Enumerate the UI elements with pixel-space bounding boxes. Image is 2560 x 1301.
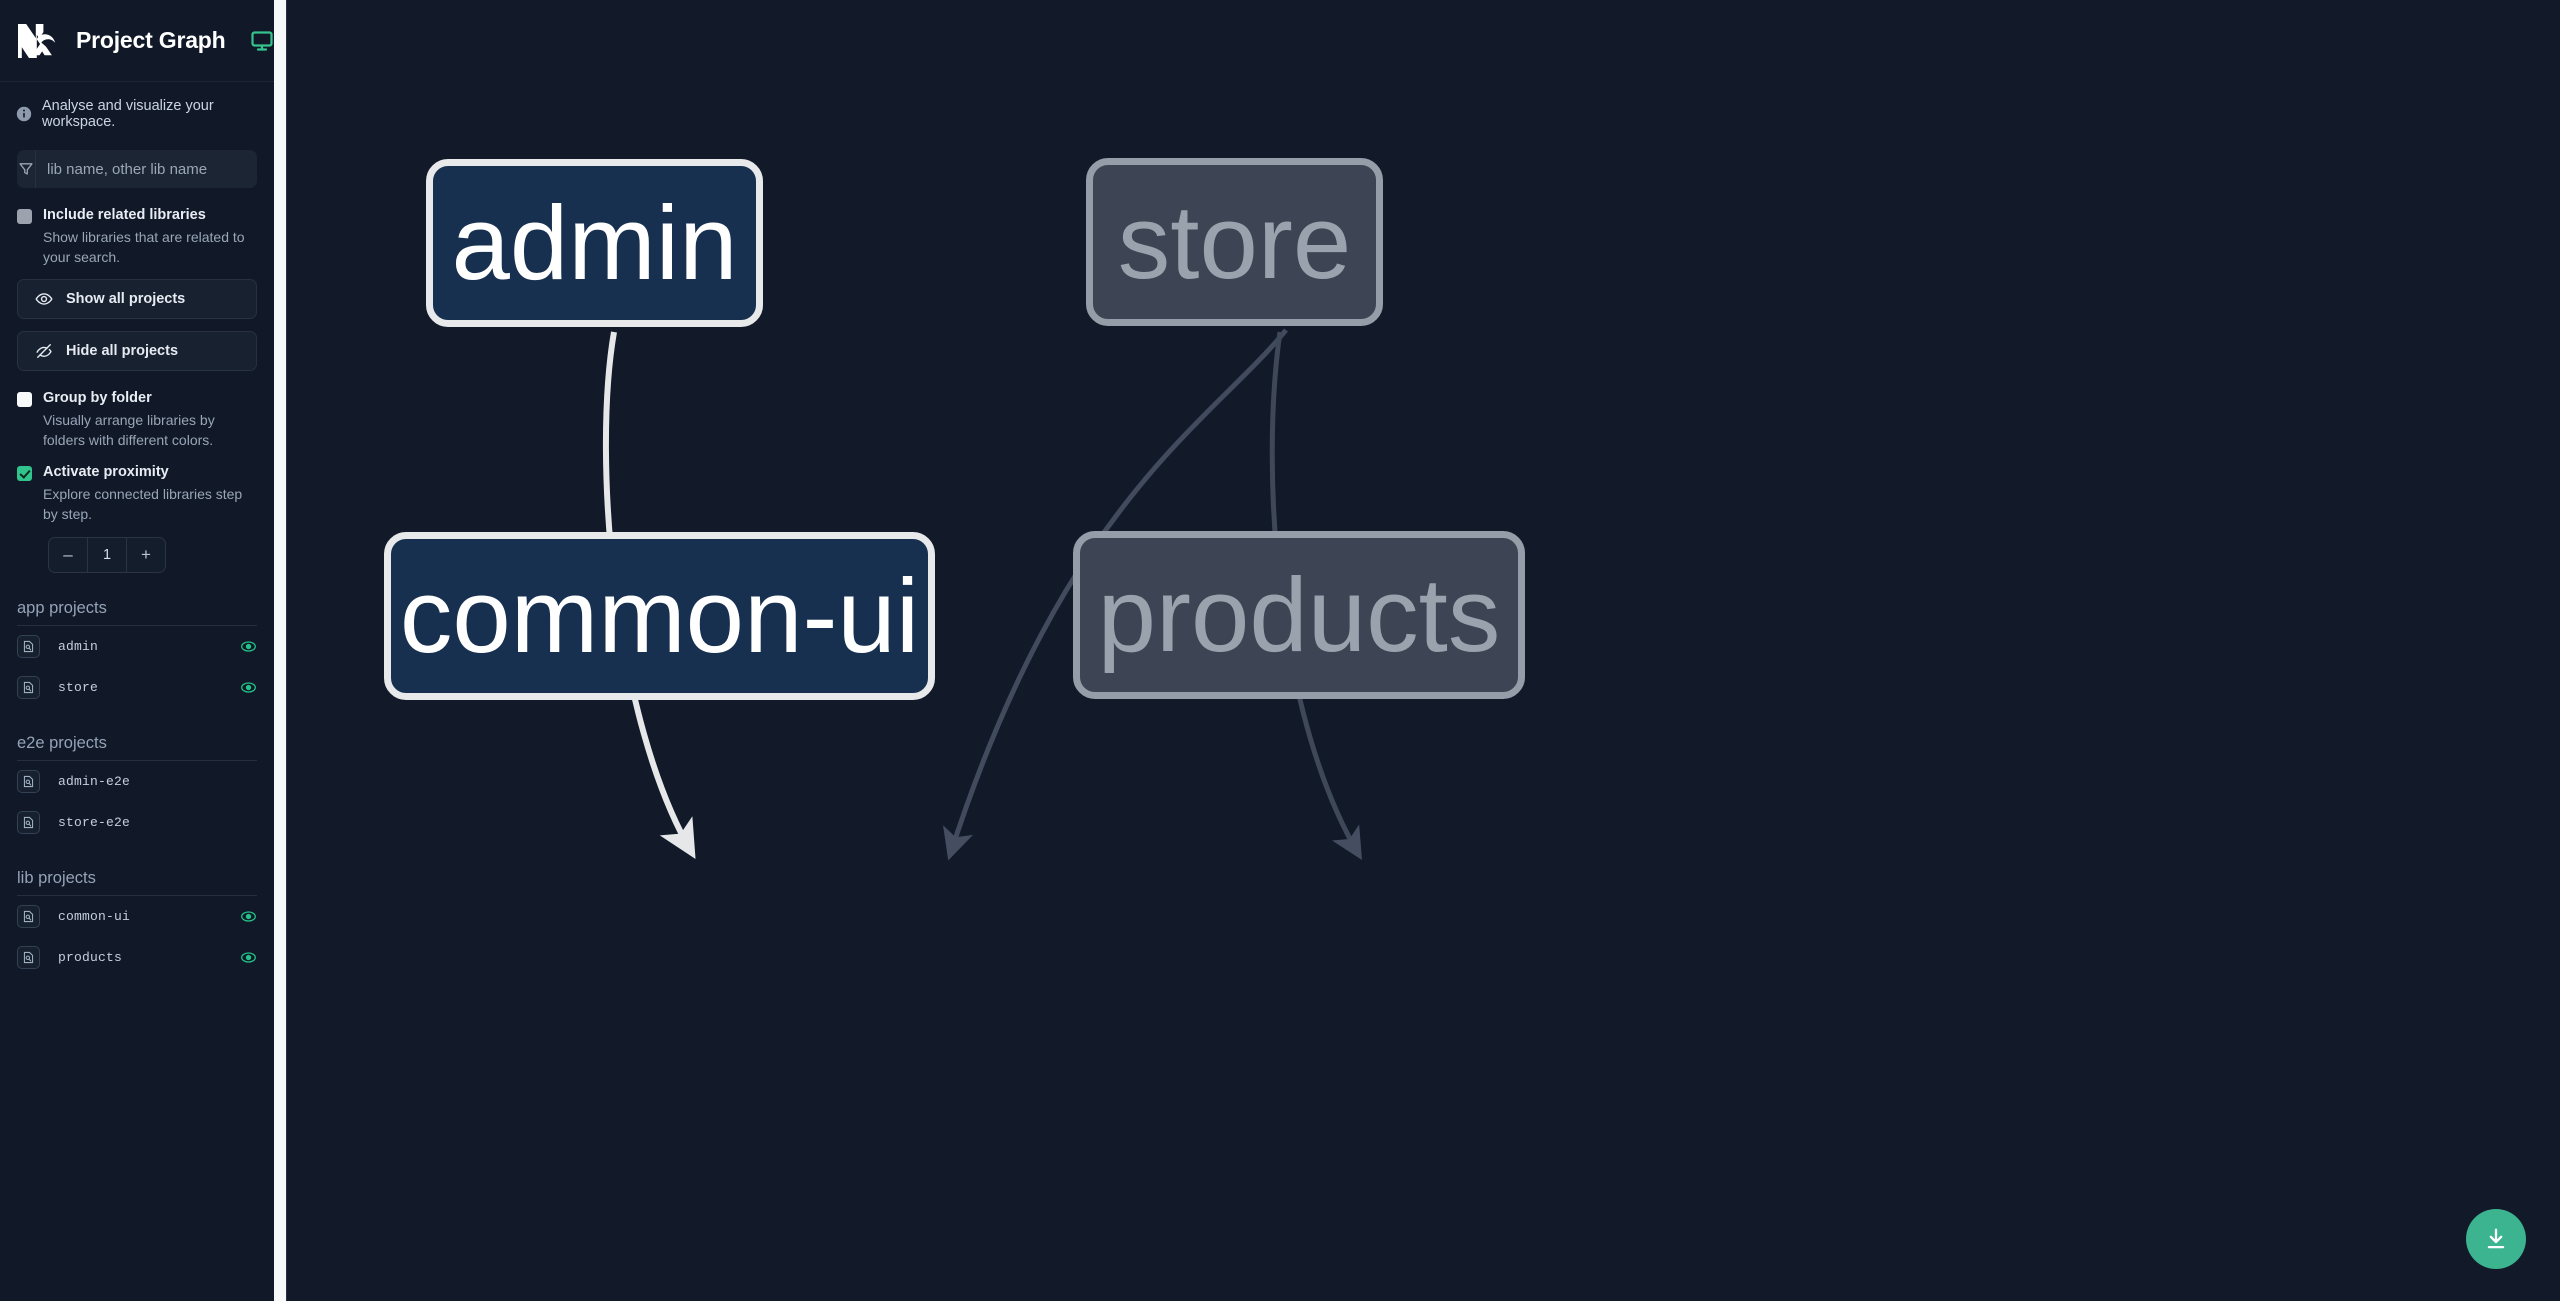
group-heading: app projects bbox=[17, 599, 257, 627]
sidebar-project-admin[interactable]: admin bbox=[17, 626, 257, 667]
hide-all-projects-label: Hide all projects bbox=[66, 343, 179, 360]
sidebar-project-products[interactable]: products bbox=[17, 937, 257, 978]
download-icon bbox=[2483, 1226, 2509, 1252]
edge-store-to-common-ui bbox=[943, 328, 1288, 861]
search-box[interactable] bbox=[17, 150, 257, 188]
eye-off-icon bbox=[35, 342, 53, 360]
graph-node-store[interactable]: store bbox=[1086, 158, 1383, 326]
proximity-increment-button[interactable]: + bbox=[127, 538, 165, 572]
group-e2e-projects: e2e projects admin-e2e store-e2e bbox=[0, 734, 274, 843]
node-label: common-ui bbox=[399, 557, 920, 675]
option-description: Show libraries that are related to your … bbox=[43, 228, 245, 265]
project-name: products bbox=[58, 950, 123, 966]
hide-all-projects-button[interactable]: Hide all projects bbox=[17, 331, 257, 372]
proximity-value: 1 bbox=[87, 538, 127, 573]
activate-proximity-checkbox[interactable] bbox=[17, 466, 32, 482]
graph-node-products[interactable]: products bbox=[1073, 531, 1525, 699]
project-icon bbox=[17, 770, 40, 794]
node-label: products bbox=[1097, 556, 1501, 674]
sidebar-scrollbar[interactable] bbox=[274, 0, 287, 1301]
download-graph-button[interactable] bbox=[2466, 1209, 2526, 1269]
filter-funnel-icon bbox=[17, 150, 36, 188]
sidebar: Project Graph Analyse and visualize your… bbox=[0, 0, 274, 1301]
graph-node-admin[interactable]: admin bbox=[426, 159, 763, 327]
project-icon bbox=[17, 635, 40, 659]
option-include-related-libraries[interactable]: Include related libraries Show libraries… bbox=[0, 188, 274, 267]
eye-visible-icon[interactable] bbox=[240, 638, 257, 655]
graph-node-common-ui[interactable]: common-ui bbox=[384, 532, 935, 700]
option-activate-proximity[interactable]: Activate proximity Explore connected lib… bbox=[0, 450, 274, 524]
graph-canvas[interactable]: admin store common-ui products bbox=[274, 0, 2560, 1301]
option-title: Include related libraries bbox=[43, 207, 206, 223]
project-icon bbox=[17, 676, 40, 700]
eye-visible-icon[interactable] bbox=[240, 908, 257, 925]
node-label: store bbox=[1117, 183, 1352, 301]
node-label: admin bbox=[451, 184, 738, 302]
option-title: Group by folder bbox=[43, 390, 152, 407]
group-app-projects: app projects admin bbox=[0, 599, 274, 708]
search-area bbox=[0, 140, 274, 188]
show-all-projects-label: Show all projects bbox=[66, 291, 186, 308]
project-icon bbox=[17, 905, 40, 929]
option-description: Visually arrange libraries by folders wi… bbox=[43, 411, 215, 449]
eye-visible-icon[interactable] bbox=[240, 949, 257, 966]
project-icon bbox=[17, 946, 40, 970]
option-description: Explore connected libraries step by step… bbox=[43, 485, 243, 523]
visibility-buttons: Show all projects Hide all projects bbox=[0, 279, 274, 372]
eye-visible-icon[interactable] bbox=[240, 679, 257, 696]
nx-logo bbox=[16, 20, 62, 62]
project-name: store-e2e bbox=[58, 815, 131, 831]
eye-icon bbox=[35, 290, 53, 308]
page-title: Project Graph bbox=[76, 27, 226, 53]
tagline-text: Analyse and visualize your workspace. bbox=[42, 98, 214, 130]
monitor-icon[interactable] bbox=[240, 29, 274, 53]
proximity-stepper[interactable]: – 1 + bbox=[48, 537, 166, 574]
project-name: common-ui bbox=[58, 909, 131, 925]
include-related-libraries-checkbox[interactable] bbox=[17, 209, 32, 224]
project-icon bbox=[17, 811, 40, 835]
option-group-by-folder[interactable]: Group by folder Visually arrange librari… bbox=[0, 371, 274, 450]
workspace-tagline: Analyse and visualize your workspace. bbox=[0, 82, 274, 140]
sidebar-project-store[interactable]: store bbox=[17, 667, 257, 708]
sidebar-project-common-ui[interactable]: common-ui bbox=[17, 896, 257, 937]
project-name: admin bbox=[58, 639, 99, 655]
option-title: Activate proximity bbox=[43, 464, 169, 481]
project-name: admin-e2e bbox=[58, 774, 131, 790]
proximity-decrement-button[interactable]: – bbox=[49, 538, 87, 572]
group-by-folder-checkbox[interactable] bbox=[17, 392, 32, 408]
show-all-projects-button[interactable]: Show all projects bbox=[17, 279, 257, 320]
info-icon bbox=[16, 106, 32, 122]
sidebar-project-admin-e2e[interactable]: admin-e2e bbox=[17, 761, 257, 802]
group-lib-projects: lib projects common-ui bbox=[0, 869, 274, 978]
project-name: store bbox=[58, 680, 99, 696]
group-heading: lib projects bbox=[17, 869, 257, 897]
search-input[interactable] bbox=[36, 150, 257, 188]
sidebar-header: Project Graph bbox=[0, 0, 274, 82]
group-heading: e2e projects bbox=[17, 734, 257, 762]
sidebar-project-store-e2e[interactable]: store-e2e bbox=[17, 802, 257, 843]
